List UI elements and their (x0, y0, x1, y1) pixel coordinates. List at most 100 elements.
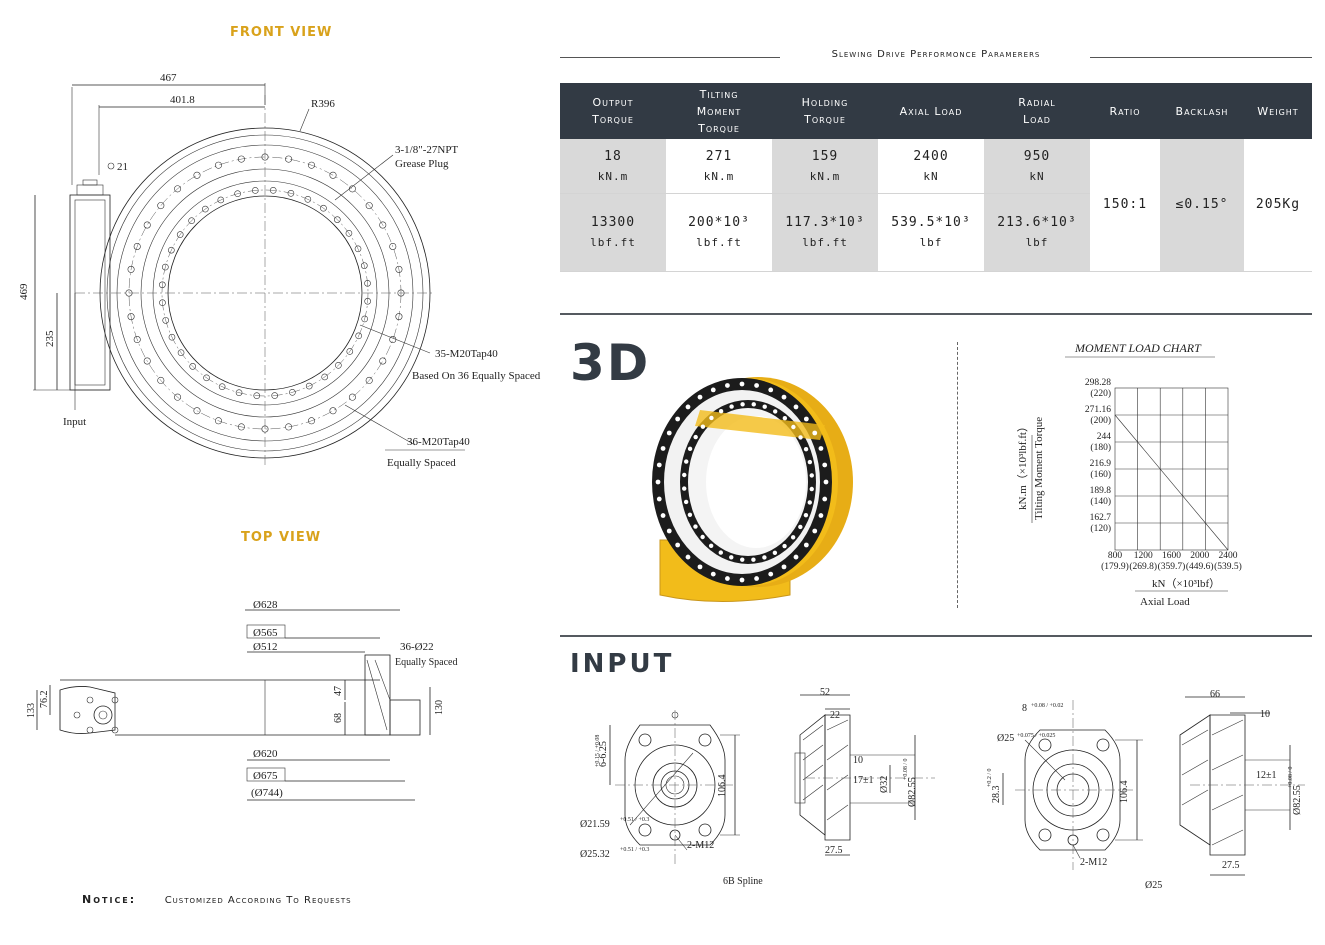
ring-hole (798, 524, 803, 530)
dim-565: Ø565 (253, 627, 278, 639)
bolt-hole-inner (168, 246, 175, 254)
ring-hole (762, 404, 767, 409)
section-3d-label: 3D (570, 334, 651, 392)
chart-x-tick: 2400 (1219, 551, 1238, 561)
chart-y-tick: 162.7 (1090, 513, 1112, 523)
bolt-hole-inner (289, 388, 296, 396)
bolt-hole-outer (133, 336, 141, 344)
dim-512: Ø512 (253, 641, 277, 653)
ring-hole (739, 381, 745, 387)
ring-hole (793, 554, 799, 560)
header-axial-load: Axial Load (878, 83, 984, 139)
chart-x-tick: 800 (1108, 551, 1123, 561)
ring-hole (740, 402, 745, 407)
ring-hole (822, 496, 828, 502)
bolt-hole-inner (364, 279, 371, 287)
chart-x-tick-sub: (179.9) (1101, 561, 1129, 572)
chart-y-tick-sub: (160) (1090, 469, 1111, 480)
bolt-hole-outer (285, 155, 293, 163)
chart-x-tick-sub: (449.6) (1186, 561, 1214, 572)
dim-21: 21 (117, 161, 128, 173)
chart-y-tick-sub: (200) (1090, 415, 1111, 426)
chart-y-tick-sub: (120) (1090, 523, 1111, 534)
dim-25: Ø25 (997, 733, 1014, 744)
dim-m12-right: 2-M12 (1080, 857, 1107, 868)
bolt-hole-inner (346, 348, 354, 355)
ring-hole (710, 571, 716, 577)
bolt-hole-inner (354, 245, 362, 253)
dim-283: 28.3 (991, 786, 1002, 804)
dim-469: 469 (18, 283, 30, 300)
chart-curve (1114, 414, 1229, 551)
bolt-hole-outer (395, 265, 403, 273)
dim-22: 36-Ø22 (400, 641, 434, 653)
divider-input (560, 635, 1312, 637)
dim-32: Ø32 (879, 776, 890, 793)
bolt-hole-inner (218, 383, 226, 390)
bolt-hole-inner (360, 262, 368, 269)
chart-title: MOMENT LOAD CHART (1074, 341, 1202, 355)
dim-625: 6-6.25 (598, 741, 609, 767)
dim-25-tol: +0.075 / +0.025 (1017, 733, 1055, 739)
ring-hole (655, 479, 661, 485)
ring-hole (710, 387, 716, 393)
bolt-hole-inner (361, 315, 368, 323)
ring-hole (656, 462, 662, 468)
ring-hole (685, 404, 691, 410)
bolt-hole-inner (188, 217, 195, 224)
chart-x-tick-sub: (359.7) (1158, 561, 1186, 572)
ring-hole (812, 528, 818, 534)
bolt-hole-outer (193, 171, 201, 179)
bolt-hole-outer (329, 407, 337, 415)
ring-hole (754, 383, 759, 388)
bolt-hole-outer (395, 313, 403, 321)
bolt-hole-inner (355, 332, 362, 340)
bolt-hole-outer (389, 242, 397, 250)
bolt-hole-inner (251, 187, 259, 194)
dim-628: Ø628 (253, 599, 278, 611)
chart-y-tick: 244 (1097, 432, 1112, 442)
front-view-title: FRONT VIEW (230, 25, 333, 40)
dim-130: 130 (434, 700, 445, 715)
bolt-hole-outer (174, 185, 182, 193)
bolt-hole-inner (189, 363, 196, 370)
top-view-title: TOP VIEW (241, 530, 322, 545)
ring-hole (666, 528, 672, 534)
ring-hole (693, 434, 698, 440)
bolt-hole-outer (365, 376, 373, 384)
ring-hole (807, 459, 813, 465)
dim-2159-tol: +0.51 / +0.3 (620, 817, 649, 823)
ring-hole (700, 424, 706, 429)
dim-133: 133 (26, 703, 37, 718)
dim-r396: R396 (311, 98, 335, 110)
divider-3d (560, 313, 1312, 315)
bolt-hole-outer (261, 153, 269, 161)
bolt-hole-outer (127, 265, 135, 273)
ring-hole (772, 550, 778, 555)
ring-hole (725, 576, 730, 581)
ring-hole (773, 409, 778, 414)
bolt-hole-outer (308, 417, 316, 425)
header-backlash: Backlash (1160, 83, 1244, 139)
ring-hole (684, 459, 689, 464)
dim-762: 76.2 (39, 691, 50, 709)
bolt-hole-outer (329, 171, 337, 179)
dim-17: 17±1 (853, 775, 874, 786)
dim-744: (Ø744) (251, 787, 283, 799)
chart-y-tick: 271.16 (1085, 405, 1111, 415)
product-3d-render (652, 377, 853, 602)
ring-hole (687, 512, 693, 517)
bolt-hole-outer (365, 202, 373, 210)
bolt-hole-inner (159, 281, 166, 289)
ring-hole (809, 486, 814, 492)
ring-hole (718, 409, 724, 414)
ring-hole (666, 430, 672, 436)
bolt-hole-inner (345, 230, 353, 237)
performance-title: Slewing Drive Performonce Paramerers (821, 49, 1051, 60)
ring-hole (693, 524, 698, 529)
